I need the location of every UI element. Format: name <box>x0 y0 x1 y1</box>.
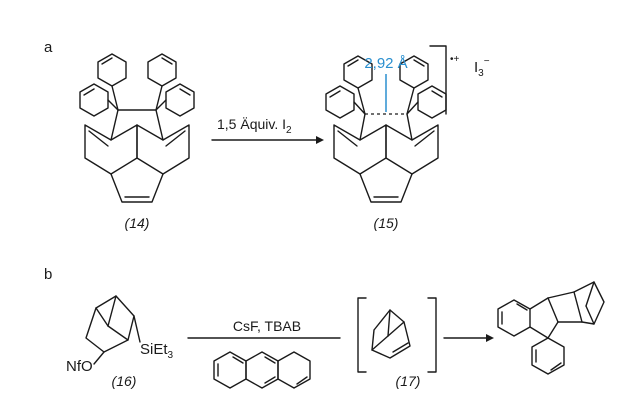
aryl-ring <box>343 55 373 89</box>
aryl-ring <box>147 53 177 87</box>
naphthalene-ring-left <box>84 124 138 175</box>
compound-15-structure <box>325 45 447 203</box>
panel-a-label: a <box>44 39 53 56</box>
product-structure <box>497 281 605 375</box>
benzo-ring-lower <box>531 337 565 375</box>
compound-15-label: (15) <box>374 215 399 231</box>
compound-17-label: (17) <box>396 373 421 389</box>
counterion-label: I3− <box>474 56 490 79</box>
charge-bracket <box>429 45 447 115</box>
panel-b-label: b <box>44 266 52 283</box>
leaving-group-label: NfO <box>66 358 93 375</box>
naphthalene-ring-right <box>385 124 439 175</box>
compound-14-label: (14) <box>125 215 150 231</box>
reagent-iodine: 1,5 Äquiv. I2 <box>217 116 292 136</box>
compound-14-structure <box>79 53 195 203</box>
radical-cation-charge: •+ <box>450 54 460 65</box>
benzo-ring-upper <box>497 299 531 337</box>
five-membered-ring <box>359 173 413 203</box>
bracket-left <box>357 297 367 373</box>
compound-16-structure <box>85 295 141 365</box>
five-membered-ring <box>110 173 164 203</box>
reagent-csf-tbab: CsF, TBAB <box>233 318 301 334</box>
naphthalene-ring-right <box>136 124 190 175</box>
aryl-ring <box>325 85 355 119</box>
aryl-ring <box>97 53 127 87</box>
anthracene-structure <box>213 351 311 389</box>
bracket-right <box>427 297 437 373</box>
aryl-ring <box>165 83 195 117</box>
aryl-ring <box>399 55 429 89</box>
compound-16-label: (16) <box>112 373 137 389</box>
silyl-group-label: SiEt3 <box>140 341 174 361</box>
norbornane-ring <box>85 295 135 353</box>
aryl-ring <box>79 83 109 117</box>
naphthalene-ring-left <box>333 124 387 175</box>
distance-label: 2,92 Å <box>364 55 407 72</box>
compound-17-structure <box>371 309 411 359</box>
